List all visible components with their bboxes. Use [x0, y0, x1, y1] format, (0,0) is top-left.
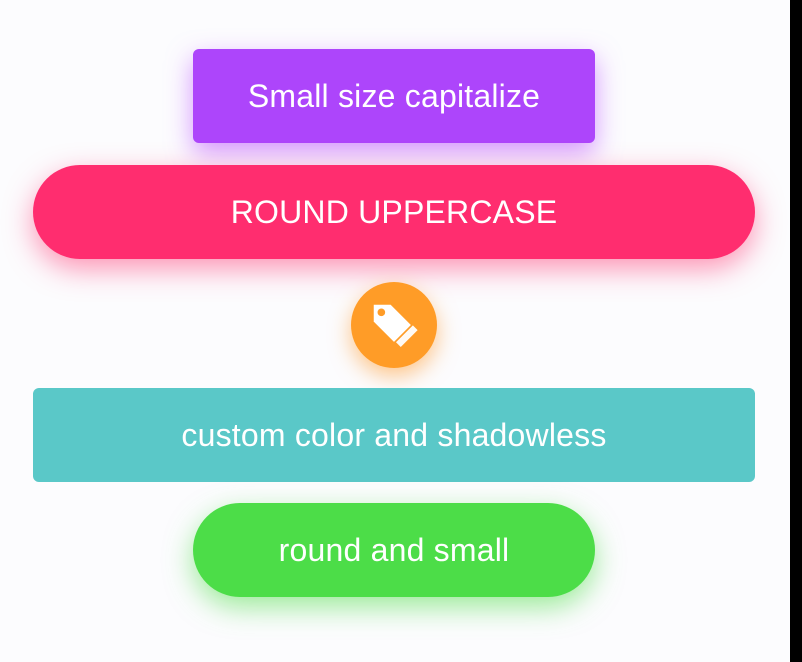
round-uppercase-label: ROUND UPPERCASE [230, 193, 558, 230]
tags-icon [372, 303, 418, 347]
round-uppercase-button[interactable]: ROUND UPPERCASE [33, 165, 755, 259]
small-size-capitalize-button[interactable]: Small size capitalize [193, 49, 595, 143]
round-and-small-button[interactable]: round and small [193, 503, 595, 597]
small-size-capitalize-label: Small size capitalize [247, 77, 541, 114]
screen-edge [790, 0, 802, 662]
round-and-small-label: round and small [278, 531, 510, 568]
custom-color-shadowless-button[interactable]: custom color and shadowless [33, 388, 755, 482]
custom-color-shadowless-label: custom color and shadowless [181, 416, 607, 453]
tags-icon-button[interactable] [351, 282, 437, 368]
